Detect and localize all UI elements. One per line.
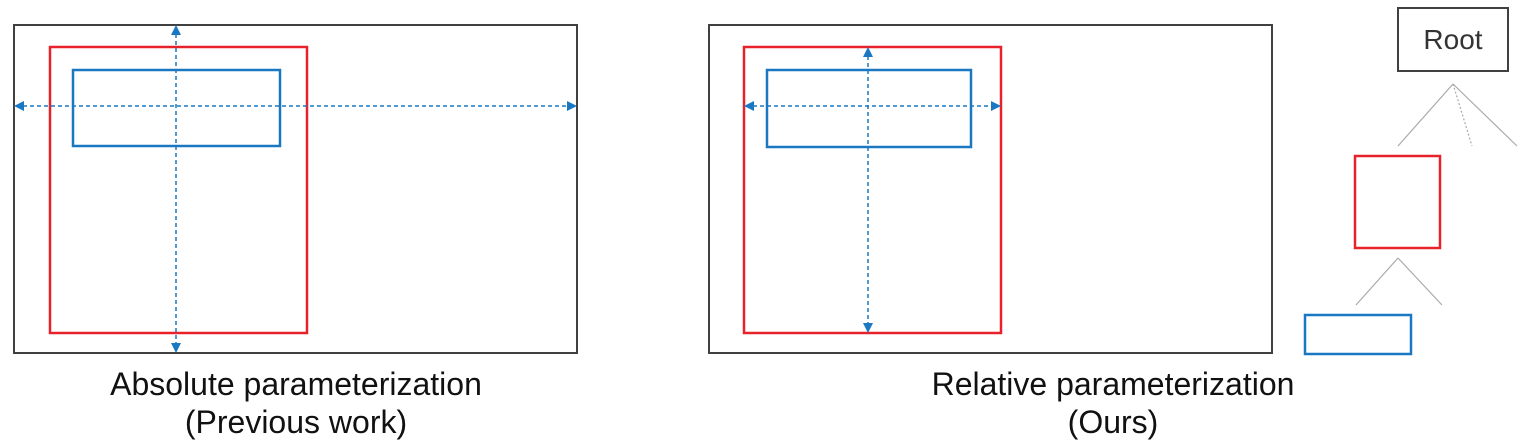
relative-canvas-frame [708, 24, 1273, 354]
tree-edge [1452, 83, 1473, 147]
relative-caption-subtitle: (Ours) [1067, 404, 1159, 440]
relative-caption: Relative parameterization (Ours) [713, 365, 1513, 441]
relative-panel [708, 24, 1273, 354]
tree-edge [1397, 257, 1443, 306]
tree-root-label: Root [1423, 24, 1482, 55]
relative-child-box [765, 68, 973, 149]
tree-edge [1397, 83, 1454, 147]
tree-child-node [1303, 313, 1413, 356]
tree-edge [1355, 257, 1399, 306]
absolute-panel [13, 24, 578, 354]
absolute-caption-subtitle: (Previous work) [184, 404, 408, 440]
tree-edge [1452, 83, 1518, 147]
relative-parent-box [742, 45, 1003, 335]
absolute-canvas-frame [13, 24, 578, 354]
absolute-caption: Absolute parameterization (Previous work… [0, 365, 592, 441]
hierarchy-tree: Root [1303, 7, 1518, 356]
absolute-caption-title: Absolute parameterization [110, 366, 482, 402]
tree-parent-node [1353, 154, 1442, 250]
tree-root-node [1397, 7, 1509, 72]
relative-caption-title: Relative parameterization [931, 366, 1295, 402]
absolute-parent-box [48, 45, 309, 335]
